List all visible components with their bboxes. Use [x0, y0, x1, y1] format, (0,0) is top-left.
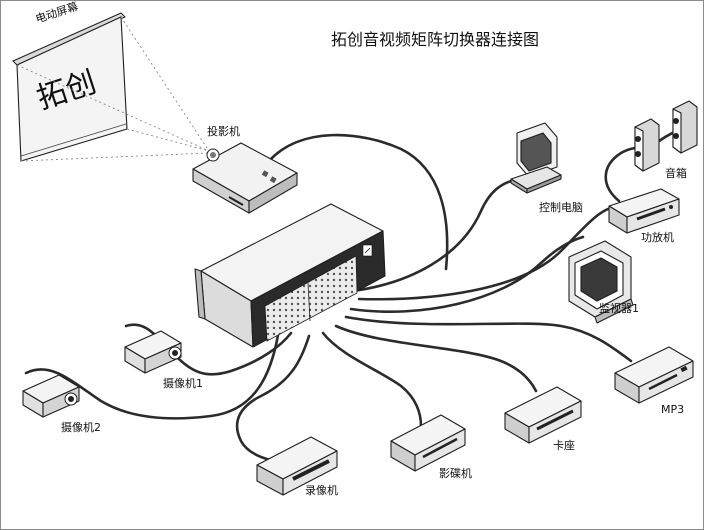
- cable-mp3: [344, 315, 633, 363]
- cables: [24, 127, 683, 465]
- speaker-icon: [634, 100, 698, 172]
- cable-amplifier: [357, 204, 623, 301]
- diagram-title: 拓创音视频矩阵切换器连接图: [331, 30, 539, 49]
- mp3-label: MP3: [661, 403, 684, 416]
- cassette-label: 卡座: [553, 438, 575, 452]
- cable-camera1: [124, 323, 293, 376]
- dvd-label: 影碟机: [439, 466, 472, 480]
- cable-vcr: [235, 334, 311, 465]
- projector-icon: [192, 142, 298, 214]
- dvd-player-icon: [390, 414, 466, 472]
- monitor-icon: [568, 240, 634, 324]
- cable-monitor: [349, 235, 585, 314]
- speakers-label: 音箱: [665, 166, 687, 180]
- screen-label: 电动屏幕: [34, 1, 80, 26]
- camera1-label: 摄像机1: [163, 376, 203, 390]
- camera-icon: [22, 374, 80, 418]
- camera2-label: 摄像机2: [61, 420, 101, 434]
- vcr-icon: [256, 436, 338, 496]
- cable-dvd: [321, 331, 423, 428]
- monitor-label: 监视器1: [599, 301, 639, 315]
- vcr-label: 录像机: [305, 483, 338, 497]
- amplifier-label: 功放机: [641, 230, 674, 244]
- matrix-switcher-icon: [194, 203, 386, 348]
- projector-label: 投影机: [207, 124, 240, 138]
- pc-label: 控制电脑: [539, 200, 583, 214]
- pc-icon: [510, 122, 562, 194]
- amplifier-icon: [608, 188, 680, 234]
- camera-icon: [124, 330, 182, 374]
- cable-camera2: [24, 327, 281, 420]
- mp3-player-icon: [614, 346, 694, 404]
- cable-cassette: [334, 324, 538, 393]
- screen-icon: 拓创: [12, 12, 210, 162]
- cable-pc: [351, 177, 523, 293]
- cable-projector: [267, 133, 449, 271]
- cassette-deck-icon: [504, 386, 582, 444]
